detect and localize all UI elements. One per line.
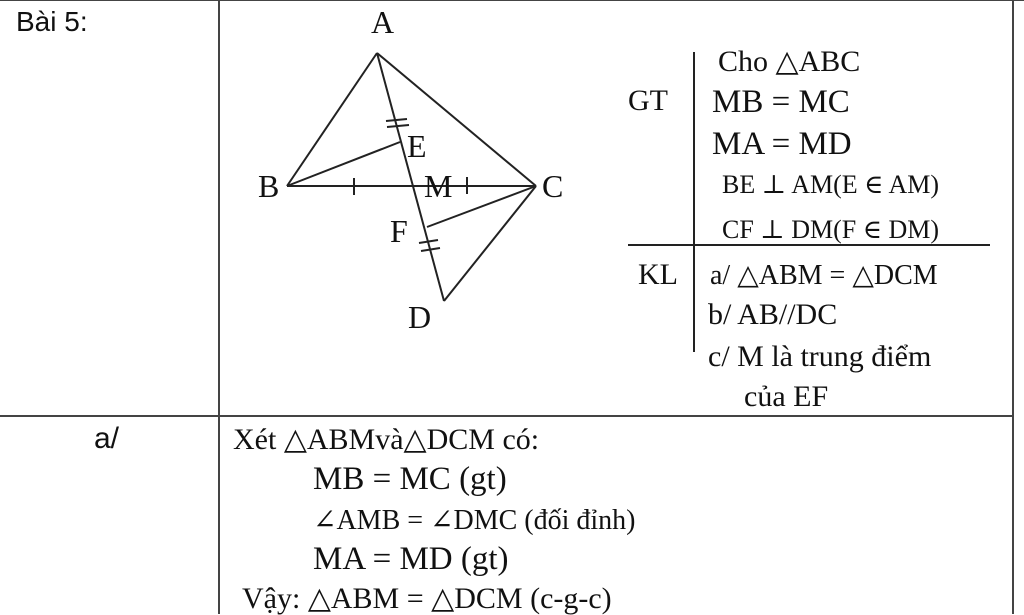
table-divider-vertical (218, 0, 220, 614)
segment-ab (286, 52, 378, 187)
point-c-label: C (542, 168, 563, 204)
solution-line-1: Xét △ABMvà△DCM có: (233, 423, 540, 456)
given-1: Cho △ABC (718, 45, 861, 78)
tick-am-2 (386, 124, 410, 128)
solution-line-2: MB = MC (gt) (313, 461, 507, 497)
kl-label: KL (638, 258, 678, 291)
tick-md-2 (420, 247, 441, 252)
segment-ac (376, 52, 537, 187)
point-b-label: B (258, 168, 279, 204)
table-border-right (1012, 0, 1014, 614)
table-border-top (0, 0, 1024, 1)
given-4: BE ⊥ AM(E ∈ AM) (722, 170, 940, 199)
given-5: CF ⊥ DM(F ∈ DM) (722, 215, 940, 244)
gt-label: GT (628, 84, 668, 117)
solution-line-3: ∠AMB = ∠DMC (đối đỉnh) (313, 505, 636, 536)
part-a-label: a/ (94, 422, 120, 455)
conclusion-b: b/ AB//DC (708, 298, 838, 331)
given-2: MB = MC (712, 84, 850, 120)
conclusion-c-line1: c/ M là trung điểm (708, 340, 932, 373)
point-m-label: M (424, 168, 452, 204)
exercise-label: Bài 5: (16, 6, 88, 37)
table-divider-horizontal (0, 415, 1014, 417)
segment-ad (376, 52, 445, 302)
point-f-label: F (390, 213, 408, 249)
conclusion-c-line2: của EF (744, 380, 829, 413)
point-a-label: A (371, 4, 394, 40)
point-d-label: D (408, 299, 431, 335)
solution-line-5: Vậy: △ABM = △DCM (c-g-c) (242, 582, 612, 615)
conclusion-a: a/ △ABM = △DCM (710, 260, 938, 291)
tick-md-1 (418, 239, 439, 244)
segment-be (286, 141, 401, 187)
solution-line-4: MA = MD (gt) (313, 541, 509, 577)
segment-cf (426, 185, 537, 228)
given-3: MA = MD (712, 126, 852, 162)
segment-cd (443, 185, 537, 302)
tick-am-1 (385, 118, 408, 122)
point-e-label: E (407, 128, 427, 164)
